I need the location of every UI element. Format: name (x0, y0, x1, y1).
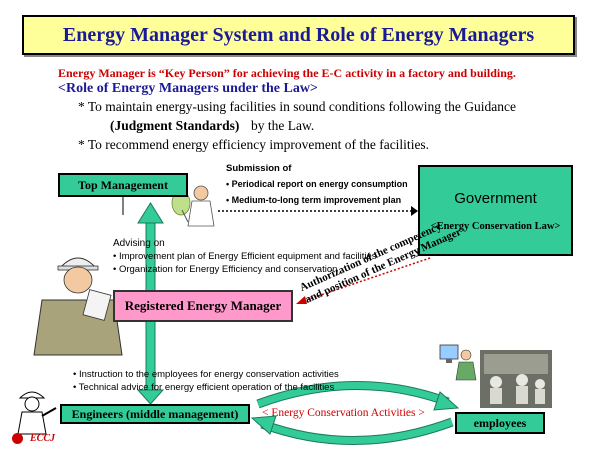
submission-item-1: • Periodical report on energy consumptio… (226, 179, 408, 189)
submission-heading: Submission of (226, 163, 292, 174)
eccj-logo-icon (12, 433, 23, 444)
computer-worker-icon (439, 344, 477, 381)
role-bullet-1-judgment: (Judgment Standards) (110, 118, 240, 133)
energy-conservation-activities-label: < Energy Conservation Activities > (262, 407, 425, 419)
factory-workers-photo (480, 350, 552, 408)
employees-box: employees (455, 412, 545, 434)
submission-arrow (218, 206, 418, 216)
advising-item-1: • Improvement plan of Energy Efficient e… (113, 251, 377, 262)
cycle-arrows (250, 381, 460, 445)
authorization-arrow (296, 257, 431, 304)
role-bullet-1: * To maintain energy-using facilities in… (78, 99, 516, 114)
role-heading: <Role of Energy Managers under the Law> (58, 81, 318, 96)
key-person-statement: Energy Manager is “Key Person” for achie… (58, 66, 516, 80)
instruction-item-1: • Instruction to the employees for energ… (73, 369, 339, 380)
energy-conservation-law: <Energy Conservation Law> (430, 220, 561, 232)
title-banner: Energy Manager System and Role of Energy… (22, 15, 575, 55)
engineers-box: Engineers (middle management) (60, 404, 250, 424)
worker-pointing-icon (17, 391, 57, 435)
government-box: Government <Energy Conservation Law> (418, 165, 573, 256)
eccj-logo-text: ECCJ (30, 433, 56, 444)
registered-energy-manager-box: Registered Energy Manager (113, 290, 293, 322)
instruction-item-2: • Technical advice for energy efficient … (73, 382, 335, 393)
presenter-figure-icon (171, 185, 215, 227)
engineer-figure-icon (33, 257, 123, 356)
government-title: Government (454, 189, 537, 207)
submission-item-2: • Medium-to-long term improvement plan (226, 195, 402, 205)
top-management-box: Top Management (58, 173, 188, 197)
role-bullet-1-end: by the Law. (251, 118, 315, 133)
page-title: Energy Manager System and Role of Energy… (62, 23, 535, 46)
advising-item-2: • Organization for Energy Efficiency and… (113, 264, 338, 275)
advising-heading: Advising on (113, 238, 165, 249)
role-bullet-2: * To recommend energy efficiency improve… (78, 137, 430, 152)
